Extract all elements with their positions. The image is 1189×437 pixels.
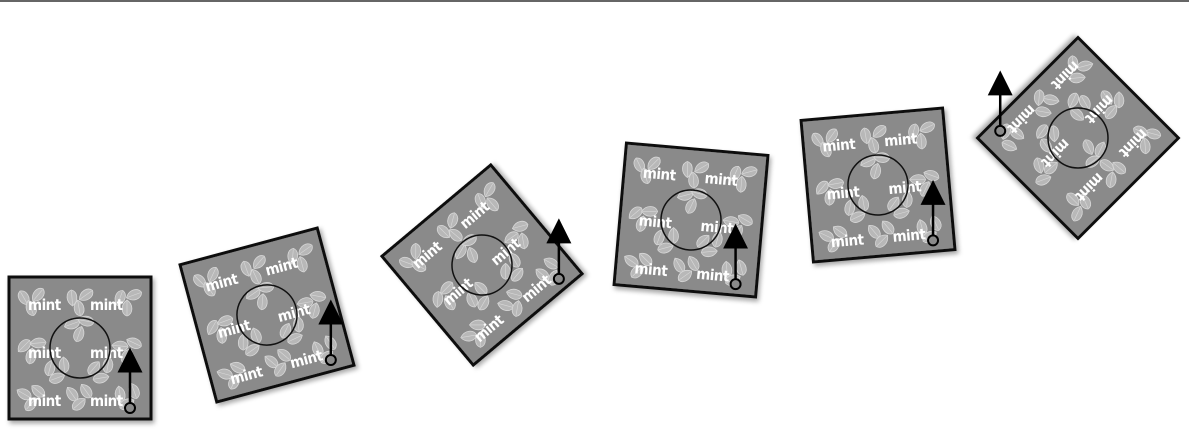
pivot-circle-icon [326, 355, 336, 365]
pivot-circle-icon [928, 235, 938, 245]
tile-label: mint [642, 164, 677, 185]
tile-label: mint [90, 392, 124, 410]
tile-label: mint [28, 296, 62, 314]
pivot-circle-icon [554, 274, 564, 284]
pivot-circle-icon [995, 126, 1005, 136]
tile-label: mint [822, 135, 857, 156]
tile-label: mint [830, 230, 865, 251]
tile-label: mint [90, 296, 124, 314]
tile-label: mint [704, 169, 739, 190]
tile-label: mint [90, 344, 124, 362]
tile-label: mint [638, 211, 673, 232]
tile-label: mint [883, 129, 918, 150]
tile-label: mint [634, 259, 669, 280]
mint-tile: mintmintmintmintmintmint [978, 38, 1179, 239]
tile-square [180, 228, 354, 402]
tile-label: mint [826, 183, 861, 204]
tile-label: mint [892, 225, 927, 246]
tile-label: mint [888, 177, 923, 198]
pivot-circle-icon [731, 279, 741, 289]
tile-label: mint [28, 344, 62, 362]
up-arrow-icon [995, 83, 1005, 136]
tile-label: mint [28, 392, 62, 410]
tile-label: mint [696, 265, 731, 286]
pivot-circle-icon [125, 403, 135, 413]
